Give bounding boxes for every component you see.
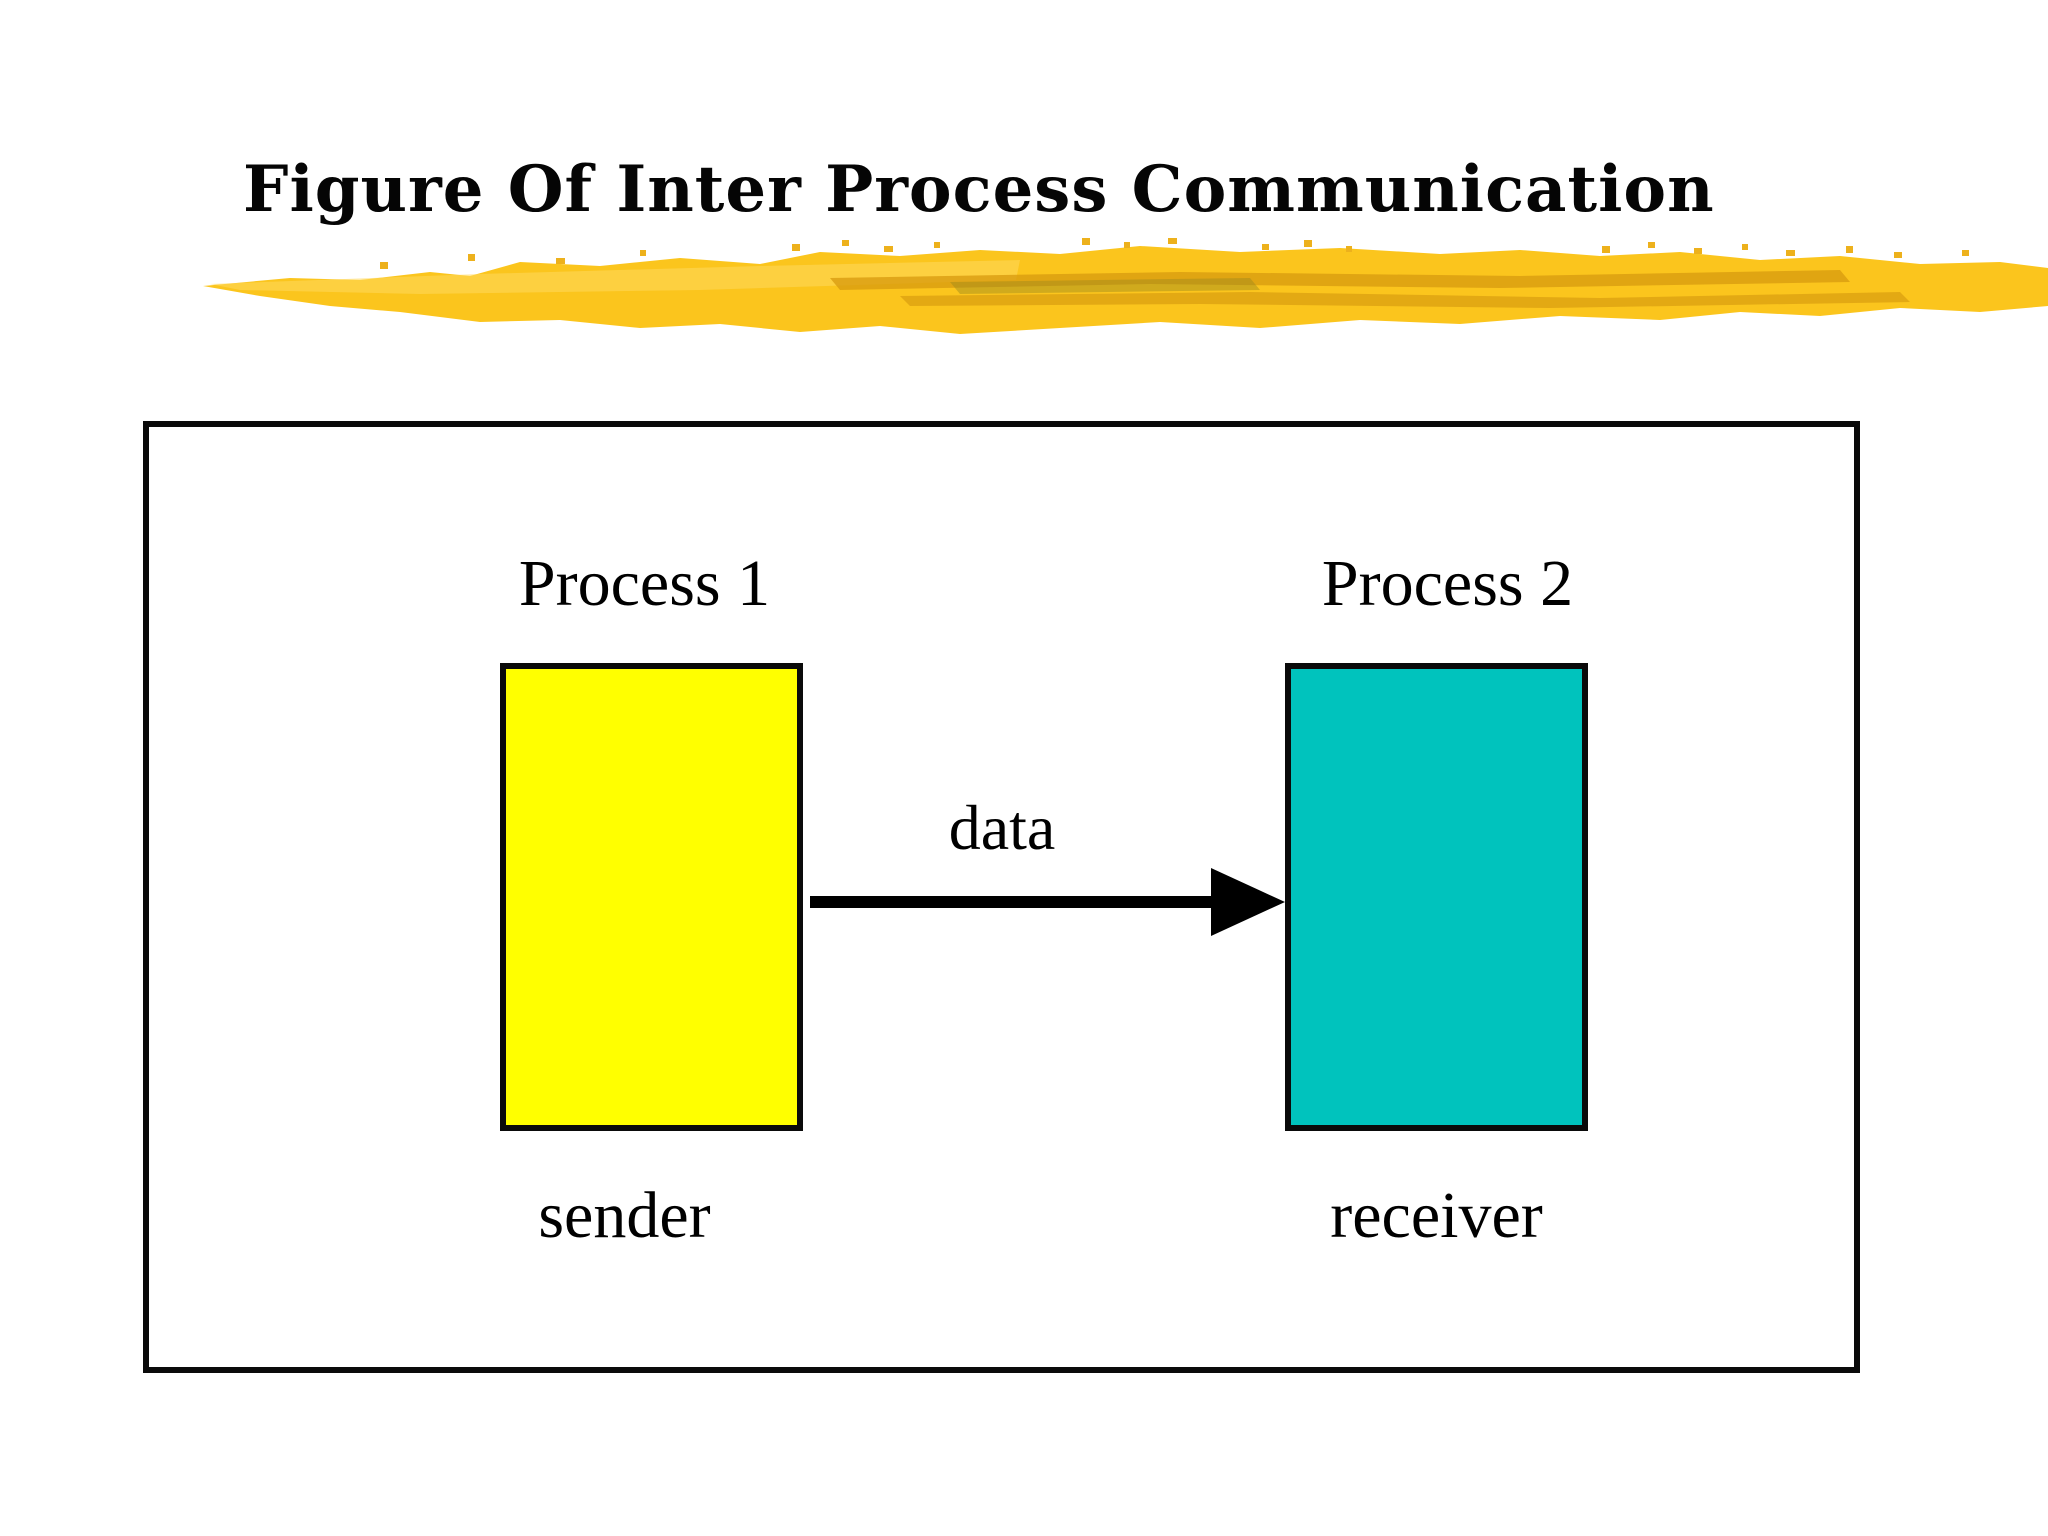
data-arrow-label: data xyxy=(948,792,1056,863)
brush-stroke-underline-icon xyxy=(203,238,2048,334)
sender-label: sender xyxy=(538,1179,711,1252)
data-flow-arrow-icon xyxy=(810,868,1285,936)
process2-title: Process 2 xyxy=(1321,547,1574,620)
process1-box xyxy=(500,663,803,1131)
process1-title: Process 1 xyxy=(518,547,771,620)
process2-box xyxy=(1285,663,1588,1131)
receiver-label: receiver xyxy=(1330,1179,1543,1252)
page-title: Figure Of Inter Process Communication xyxy=(243,152,1715,227)
